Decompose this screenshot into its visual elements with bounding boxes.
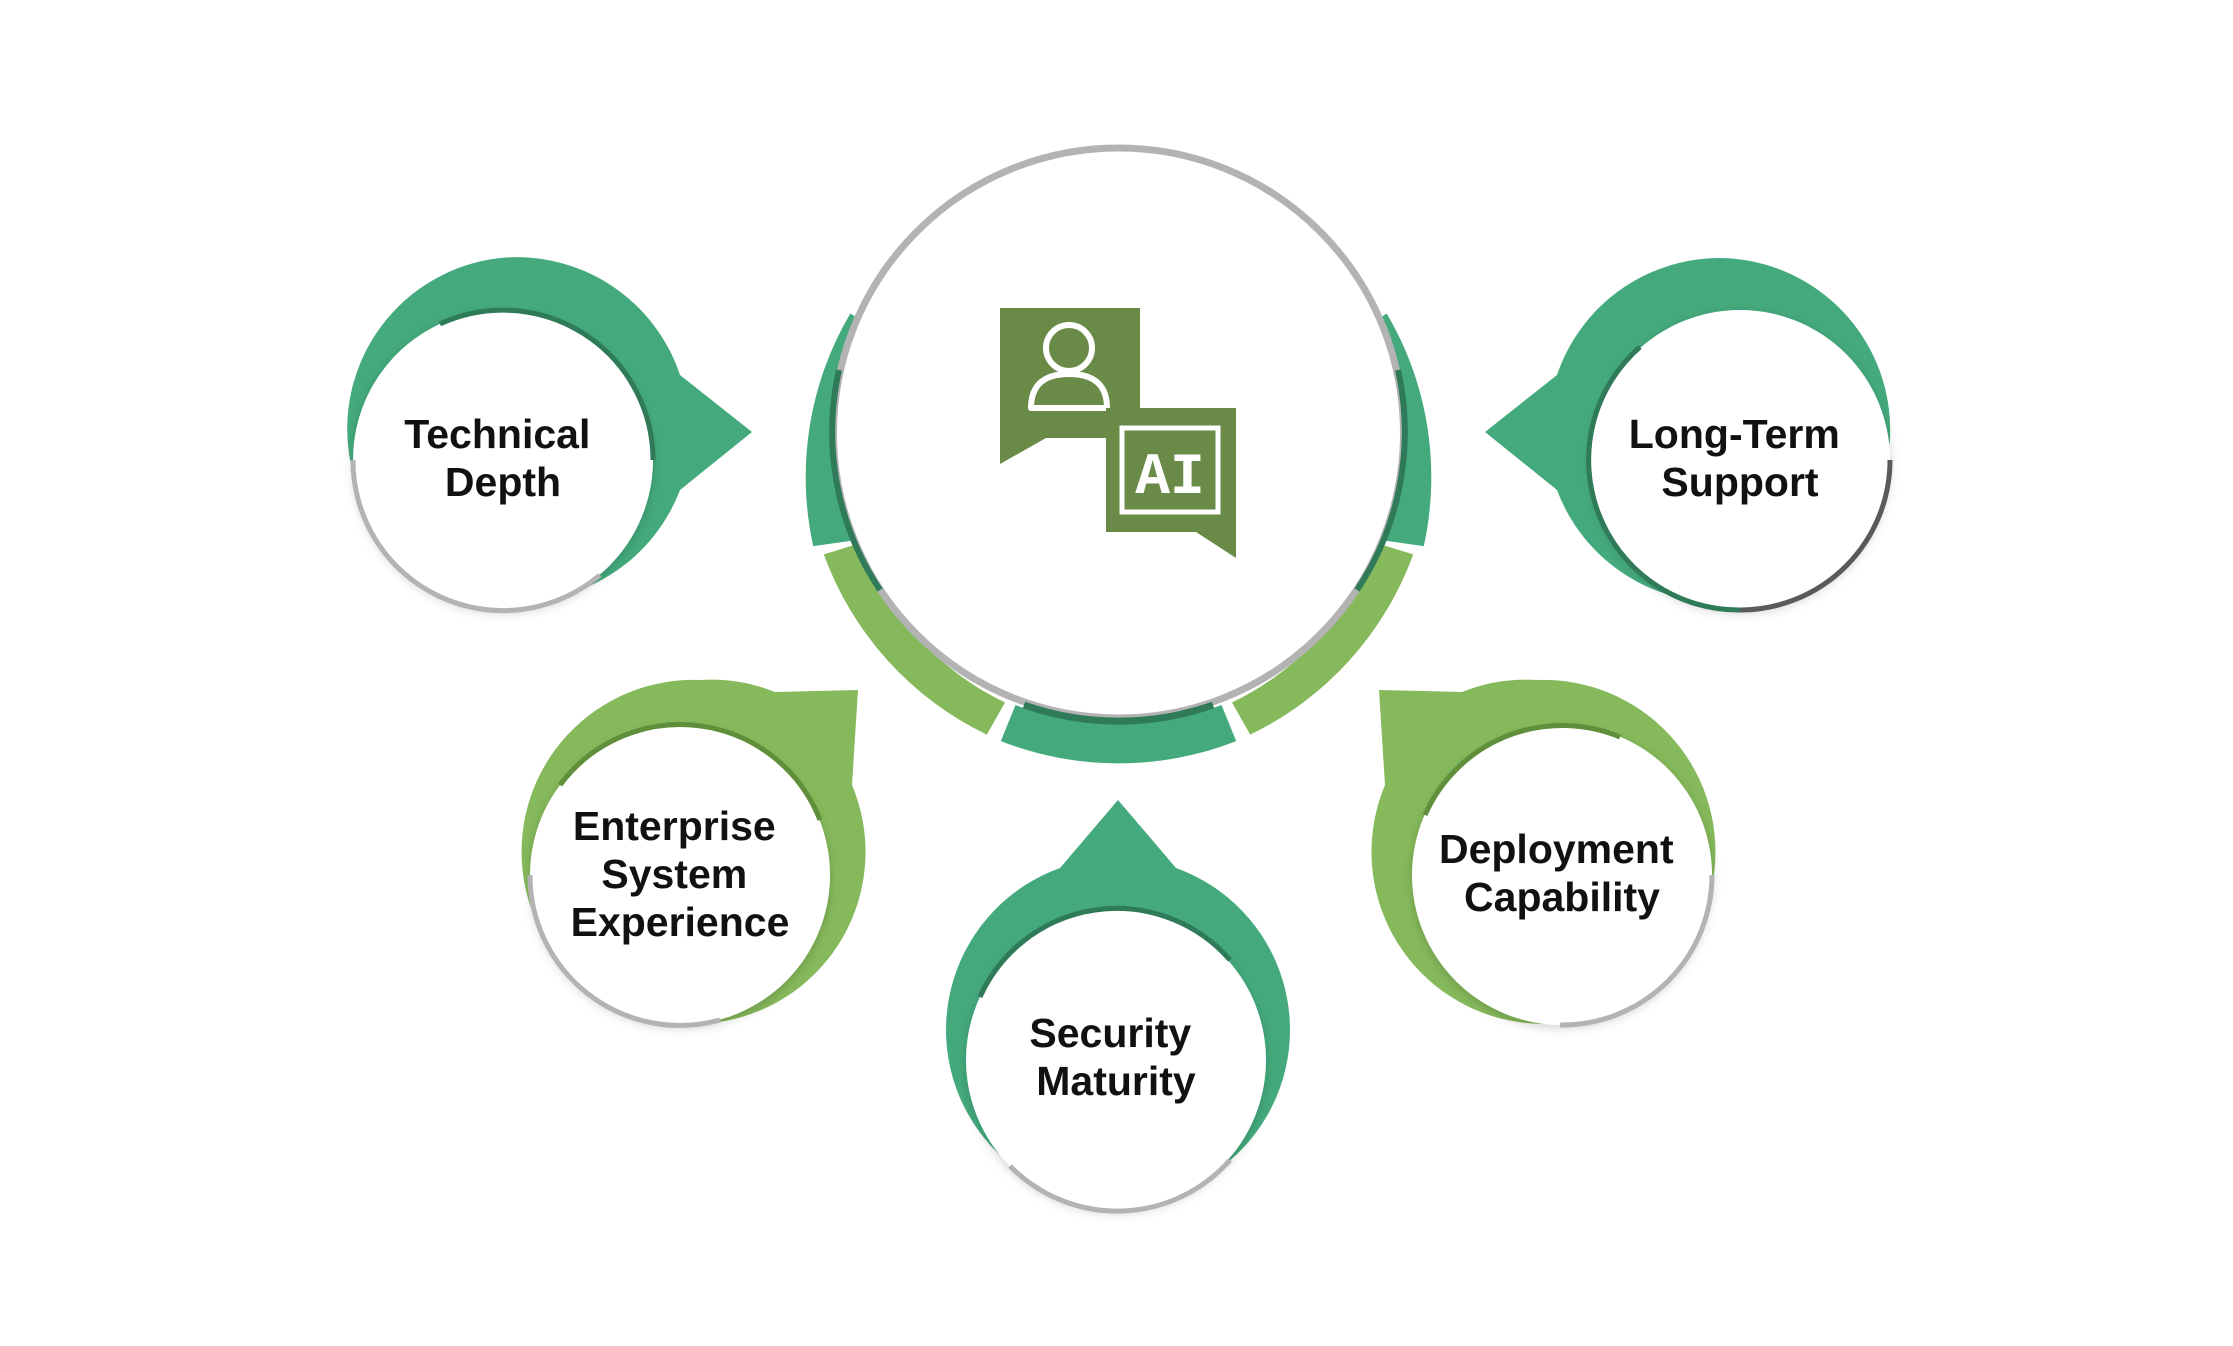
node-long-term-support-line-1: Long-Term — [1629, 411, 1840, 457]
ai-icon-text: AI — [1135, 446, 1205, 511]
ring-segment-lower-left — [823, 543, 1005, 735]
node-security-maturity-line-1: Security — [1029, 1010, 1191, 1056]
node-deployment-capability-line-1: Deployment — [1439, 826, 1674, 872]
svg-text:Enterprise System: Enterprise System Experience — [571, 803, 790, 945]
node-deployment-capability-line-2: Capability — [1464, 874, 1660, 920]
node-deployment-capability: Deployment Capability — [1371, 679, 1716, 1028]
ring-segment-lower-right — [1232, 543, 1414, 735]
node-technical-depth: Technical Depth — [347, 257, 752, 614]
node-enterprise-system-experience-line-3: Experience — [571, 899, 790, 945]
node-enterprise-system-experience: Enterprise System Experience — [521, 679, 866, 1028]
node-technical-depth-line-1: Technical — [404, 411, 590, 457]
svg-text:Long-Term Support: Long-Term Support — [1629, 411, 1851, 505]
node-long-term-support: Long-Term Support — [1485, 257, 1893, 613]
node-enterprise-system-experience-line-2: System — [601, 851, 747, 897]
node-enterprise-system-experience-line-1: Enterprise — [573, 803, 776, 849]
node-security-maturity: Security Maturity — [946, 800, 1290, 1214]
center-ring — [805, 313, 1432, 764]
svg-text:Security Maturity: Security Maturity — [1029, 1010, 1202, 1104]
node-technical-depth-line-2: Depth — [445, 459, 561, 505]
user-ai-chat-icon: AI — [1000, 308, 1236, 558]
ring-segment-bottom — [1000, 705, 1237, 764]
svg-text:Deployment Capability: Deployment Capability — [1439, 826, 1685, 920]
node-security-maturity-line-2: Maturity — [1036, 1058, 1196, 1104]
svg-text:Technical Depth: Technical Depth — [404, 411, 602, 505]
node-long-term-support-line-2: Support — [1661, 459, 1818, 505]
